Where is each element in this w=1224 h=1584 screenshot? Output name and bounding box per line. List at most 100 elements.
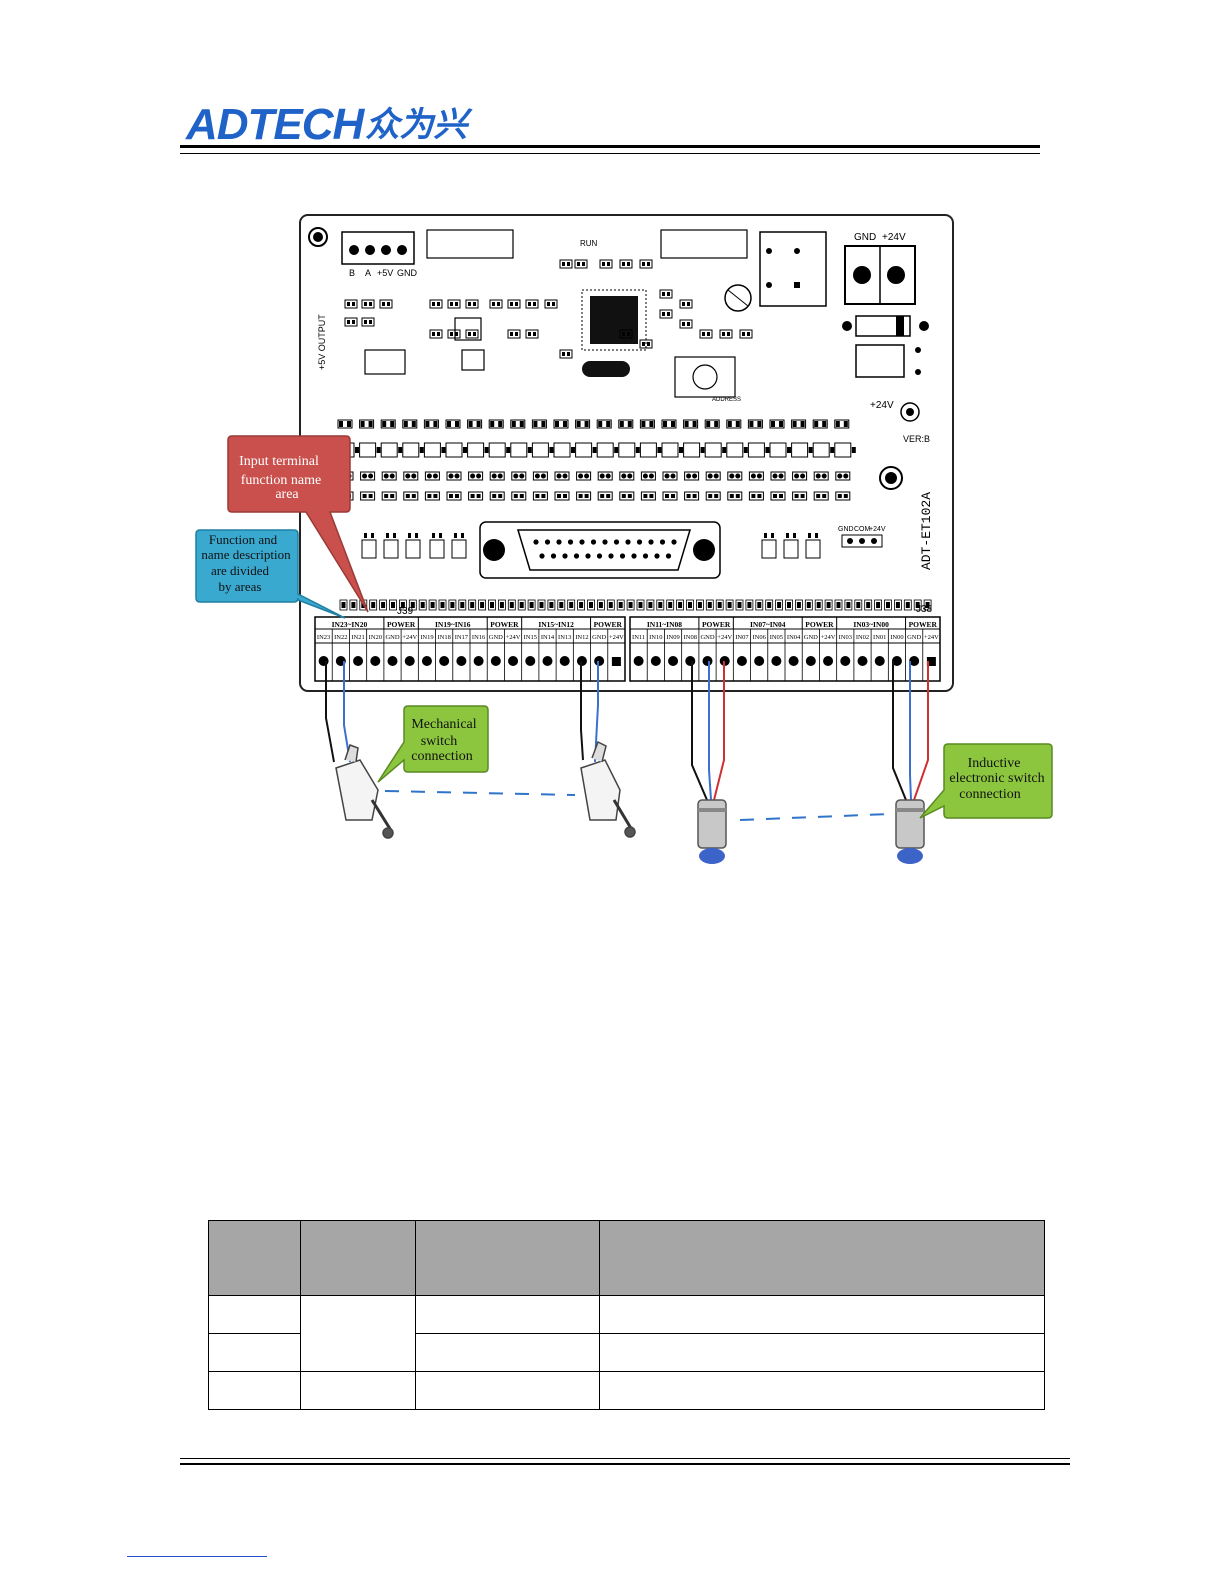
terminal-screw-icon — [736, 656, 747, 666]
terminal-label: IN08 — [684, 634, 697, 641]
table-cell — [599, 1333, 1045, 1372]
mechanical-switch-icon — [580, 740, 636, 838]
terminal-group-label: POWER — [594, 620, 623, 629]
callout-mech-line-1: switch — [421, 734, 458, 749]
callout-mechanical: Mechanical switch connection — [377, 705, 489, 783]
callout-input-line-0: Input terminal — [239, 454, 319, 469]
table-cell — [208, 1333, 301, 1372]
db25-shell — [516, 529, 692, 571]
power-led-icon — [900, 402, 920, 422]
inductive-sensor-icon — [895, 799, 925, 864]
terminal-label: IN21 — [351, 634, 364, 641]
address-switch — [674, 356, 736, 398]
table-header-cell — [300, 1220, 416, 1296]
terminal-label: +24V — [821, 634, 836, 641]
data-table — [208, 1220, 1045, 1410]
inductive-sensor-icon — [697, 799, 727, 864]
table-cell — [415, 1295, 600, 1334]
right-header-label-1: COM — [854, 526, 871, 533]
header-u1 — [660, 229, 748, 259]
terminal-label: IN20 — [369, 634, 382, 641]
terminal-label: GND — [385, 634, 399, 641]
cpu-chip — [590, 296, 638, 344]
diode-d1 — [855, 315, 911, 337]
callout-function-line-2: are divided — [211, 563, 270, 578]
terminal-group-label: POWER — [702, 620, 731, 629]
wiring-diagram: B A +5V GND +5V OUTPUT RUN ADDRESS GND +… — [195, 214, 1053, 864]
footer-rule-thick — [180, 1463, 1070, 1465]
terminal-screw-icon — [857, 656, 868, 666]
terminal-group-label: POWER — [490, 620, 519, 629]
dashed-link-mechanical — [384, 790, 576, 796]
terminal-label: IN04 — [787, 634, 801, 641]
run-label: RUN — [580, 239, 598, 248]
right-header-label-0: GND — [838, 526, 854, 533]
callout-function-line-1: name description — [201, 547, 291, 562]
terminal-label: GND — [804, 634, 818, 641]
terminal-group-label: IN23~IN20 — [332, 620, 368, 629]
table-cell — [300, 1371, 416, 1410]
terminal-label: GND — [907, 634, 921, 641]
terminal-label: IN16 — [472, 634, 486, 641]
terminal-screw-icon — [685, 656, 696, 666]
terminal-label: IN15 — [524, 634, 537, 641]
terminal-group-label: POWER — [387, 620, 416, 629]
terminal-group-label: IN19~IN16 — [435, 620, 471, 629]
terminal-label: IN11 — [632, 634, 645, 641]
table-cell-merged — [300, 1295, 416, 1372]
terminal-label: +24V — [506, 634, 521, 641]
terminal-label: IN01 — [873, 634, 886, 641]
terminal-screw-icon — [370, 656, 381, 666]
terminal-group-label: POWER — [909, 620, 938, 629]
terminal-screw-icon — [702, 656, 713, 666]
terminal-screw-icon — [456, 656, 467, 666]
terminal-screw-icon — [891, 656, 902, 666]
address-label: ADDRESS — [712, 397, 741, 403]
terminal-label: IN00 — [890, 634, 903, 641]
callout-ind-line-2: connection — [959, 787, 1020, 802]
db25-connector — [479, 521, 721, 579]
terminal-screw-icon — [805, 656, 816, 666]
terminal-screw-icon — [490, 656, 501, 666]
callout-mech-line-0: Mechanical — [411, 717, 476, 732]
top-connector-label-2: +5V — [377, 268, 393, 278]
terminal-screw-icon — [542, 656, 553, 666]
callout-function-line-0: Function and — [209, 532, 278, 547]
led-24v-label: +24V — [870, 400, 894, 411]
mount-hole-icon — [308, 227, 328, 247]
terminal-label: IN13 — [558, 634, 571, 641]
table-header-cell — [415, 1220, 600, 1296]
terminal-label: IN17 — [455, 634, 469, 641]
terminal-label: IN19 — [420, 634, 433, 641]
dashed-link-inductive — [739, 813, 891, 821]
terminal-label: IN09 — [666, 634, 679, 641]
table-row — [208, 1295, 1045, 1372]
terminal-label: IN03 — [839, 634, 852, 641]
terminal-screw-icon — [439, 656, 450, 666]
terminal-screw-icon — [754, 656, 765, 666]
callout-input-terminal: Input terminal function name area — [227, 435, 369, 613]
terminal-label: IN23 — [317, 634, 330, 641]
terminal-label: IN06 — [752, 634, 766, 641]
terminal-screw-icon — [650, 656, 661, 666]
table-cell — [415, 1333, 600, 1372]
mount-hole-right-icon — [879, 466, 903, 490]
terminal-label: GND — [592, 634, 606, 641]
power-24v-label: +24V — [882, 232, 906, 243]
top-connector-label-0: B — [349, 268, 355, 278]
table-row — [208, 1333, 1045, 1372]
terminal-group-label: IN15~IN12 — [538, 620, 574, 629]
table-cell — [599, 1295, 1045, 1334]
callout-function-description: Function and name description are divide… — [195, 529, 346, 619]
table-cell — [415, 1371, 600, 1410]
terminal-screw-icon — [594, 656, 605, 666]
footer-rule — [180, 1458, 1070, 1459]
terminal-label: IN05 — [770, 634, 783, 641]
fuse-f1 — [855, 344, 905, 378]
header-rule — [180, 145, 1040, 148]
terminal-label: GND — [700, 634, 714, 641]
version-label: VER:B — [903, 434, 930, 444]
terminal-screw-icon — [909, 656, 920, 666]
terminal-label: IN10 — [649, 634, 662, 641]
output-5v-label: +5V OUTPUT — [317, 314, 327, 370]
